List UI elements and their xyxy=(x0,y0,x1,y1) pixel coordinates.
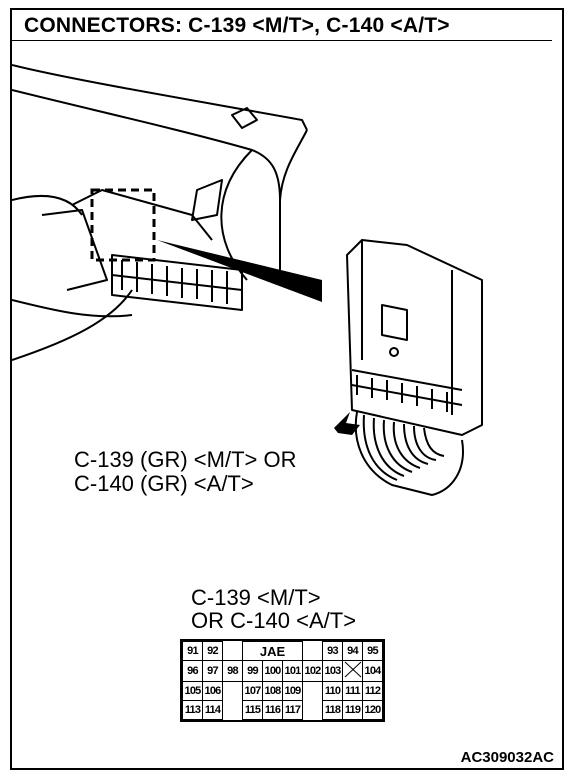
pin-cell: 115 xyxy=(242,700,263,720)
connector-maker-label: JAE xyxy=(242,641,303,661)
connector-view-title-1: C-139 <M/T> xyxy=(191,585,321,610)
pin-cell: 117 xyxy=(282,700,303,720)
pin-cell: 112 xyxy=(362,681,383,701)
pin-cell: 105 xyxy=(182,681,203,701)
pin-cell: 118 xyxy=(322,700,343,720)
pin-cell: 119 xyxy=(342,700,363,720)
dashboard-ecu-illustration xyxy=(12,40,552,496)
pin-cell: 100 xyxy=(262,660,283,682)
ecu-drawing xyxy=(346,239,483,496)
pin-cell: 104 xyxy=(362,660,383,682)
location-dashed-box xyxy=(90,188,156,262)
figure-code: AC309032AC xyxy=(460,749,554,766)
page-title: CONNECTORS: C-139 <M/T>, C-140 <A/T> xyxy=(24,14,450,37)
pin-cell: 116 xyxy=(262,700,283,720)
pin-cell: 97 xyxy=(202,660,223,682)
pin-cell: 113 xyxy=(182,700,203,720)
pin-cell: 91 xyxy=(182,641,203,661)
pin-cell: 93 xyxy=(322,641,343,661)
pin-cell: 101 xyxy=(282,660,303,682)
unused-pin-cross-icon xyxy=(342,660,363,682)
pin-cell: 109 xyxy=(282,681,303,701)
pin-cell: 99 xyxy=(242,660,263,682)
connector-pin-table: 91 92 JAE 93 94 95 96 97 98 99 100 101 1… xyxy=(180,639,385,722)
callout-line-2: C-140 (GR) <A/T> xyxy=(74,471,254,496)
pin-cell: 111 xyxy=(342,681,363,701)
pointer-wedge xyxy=(157,240,322,302)
pin-cell: 114 xyxy=(202,700,223,720)
figure-frame xyxy=(10,8,564,770)
pin-cell: 108 xyxy=(262,681,283,701)
pin-cell: 96 xyxy=(182,660,203,682)
callout-arrow xyxy=(334,412,360,435)
pin-cell: 103 xyxy=(322,660,343,682)
pin-cell: 94 xyxy=(342,641,363,661)
pin-cell: 92 xyxy=(202,641,223,661)
pin-cell: 106 xyxy=(202,681,223,701)
pin-cell: 120 xyxy=(362,700,383,720)
dashboard-drawing xyxy=(12,64,308,361)
pin-cell: 98 xyxy=(222,660,243,682)
pin-cell: 107 xyxy=(242,681,263,701)
pin-cell: 95 xyxy=(362,641,383,661)
pin-cell: 102 xyxy=(302,660,323,682)
pin-cell: 110 xyxy=(322,681,343,701)
callout-line-1: C-139 (GR) <M/T> OR xyxy=(74,447,297,472)
connector-view-title-2: OR C-140 <A/T> xyxy=(191,608,357,633)
